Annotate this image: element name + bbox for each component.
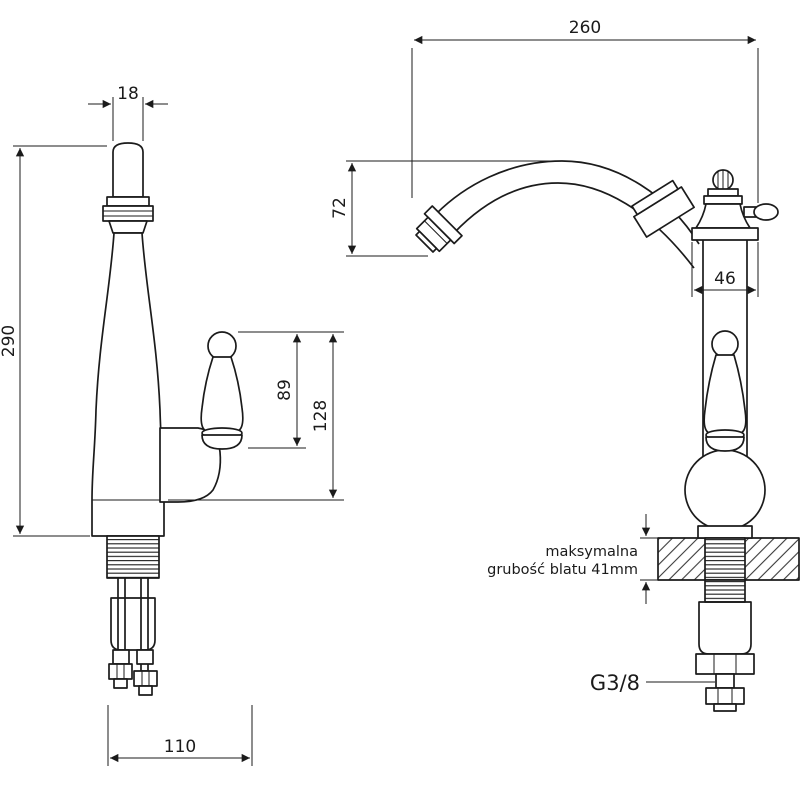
threaded-shank — [704, 537, 746, 581]
side-lever-knob — [753, 203, 779, 221]
head-bell — [695, 203, 751, 229]
threaded-shank-lower — [704, 579, 746, 603]
spout-swivel-joint — [631, 179, 695, 238]
body-ball — [684, 449, 766, 531]
dim-text-110: 110 — [164, 737, 196, 757]
dim-text-46: 46 — [714, 269, 736, 289]
swivel-ring — [631, 179, 679, 216]
dim-handle-total-height: 128 — [168, 334, 344, 501]
dim-spout-drop: 72 — [330, 160, 552, 257]
body-silhouette — [91, 232, 165, 537]
dim-text-72: 72 — [330, 197, 350, 219]
aerator-body — [102, 205, 154, 222]
finial-disc — [703, 195, 743, 205]
hose-tip — [138, 685, 153, 696]
dim-overall-height: 290 — [0, 145, 107, 537]
mounting-nut — [136, 649, 154, 665]
label-thread-size: G3/8 — [590, 671, 715, 695]
thread-size-text: G3/8 — [590, 671, 640, 695]
counter-note-line1: maksymalna — [545, 544, 638, 560]
note-counter-thickness: maksymalna grubość blatu 41mm — [487, 514, 651, 604]
handle-ball — [711, 330, 739, 358]
spout-collar — [106, 196, 150, 207]
dim-text-290: 290 — [0, 325, 19, 357]
aerator-lip — [415, 230, 438, 253]
mounting-nut — [695, 653, 755, 675]
dim-spout-width: 18 — [88, 84, 168, 141]
mounting-nut — [112, 649, 130, 665]
aerator-outlet — [108, 220, 148, 234]
handle-ball — [207, 331, 237, 361]
side-mounting-hardware — [695, 537, 755, 712]
hex-fitting — [705, 687, 745, 705]
dim-base-width: 110 — [107, 705, 253, 766]
fitting-tip — [713, 703, 737, 712]
dim-text-89: 89 — [275, 379, 295, 401]
front-body — [91, 232, 165, 537]
front-handle — [159, 331, 244, 503]
counter-note-line2: grubość blatu 41mm — [487, 562, 638, 578]
aerator-ring — [424, 220, 448, 244]
dim-text-260: 260 — [569, 18, 601, 38]
threaded-shank — [106, 535, 160, 579]
side-body — [684, 169, 779, 539]
finial-disc — [707, 188, 739, 197]
handle-stem — [703, 354, 747, 434]
dim-body-width: 46 — [691, 242, 759, 297]
side-view: 260 72 46 maksymalna grubość blatu 41mm … — [330, 18, 800, 712]
handle-cup — [201, 434, 243, 450]
connection-pipe — [715, 673, 735, 689]
dim-text-18: 18 — [117, 84, 139, 104]
base-flange — [697, 525, 753, 539]
hose-fitting — [133, 670, 158, 687]
spout-aerator — [415, 205, 463, 253]
handle-cup — [705, 436, 745, 452]
head-collar — [691, 227, 759, 241]
dim-handle-height: 89 — [238, 331, 344, 449]
front-view: 18 290 89 128 110 — [0, 84, 344, 766]
handle-stem — [200, 356, 244, 432]
hose-tip — [113, 678, 128, 689]
dim-text-128: 128 — [311, 400, 331, 432]
spout-tube — [112, 142, 144, 198]
front-spout — [102, 142, 154, 234]
horseshoe-bracket — [698, 601, 752, 655]
side-spout — [415, 160, 700, 269]
front-mounting-hardware — [106, 535, 160, 696]
hose-fitting — [108, 663, 133, 680]
dim-spout-reach: 260 — [411, 18, 759, 203]
